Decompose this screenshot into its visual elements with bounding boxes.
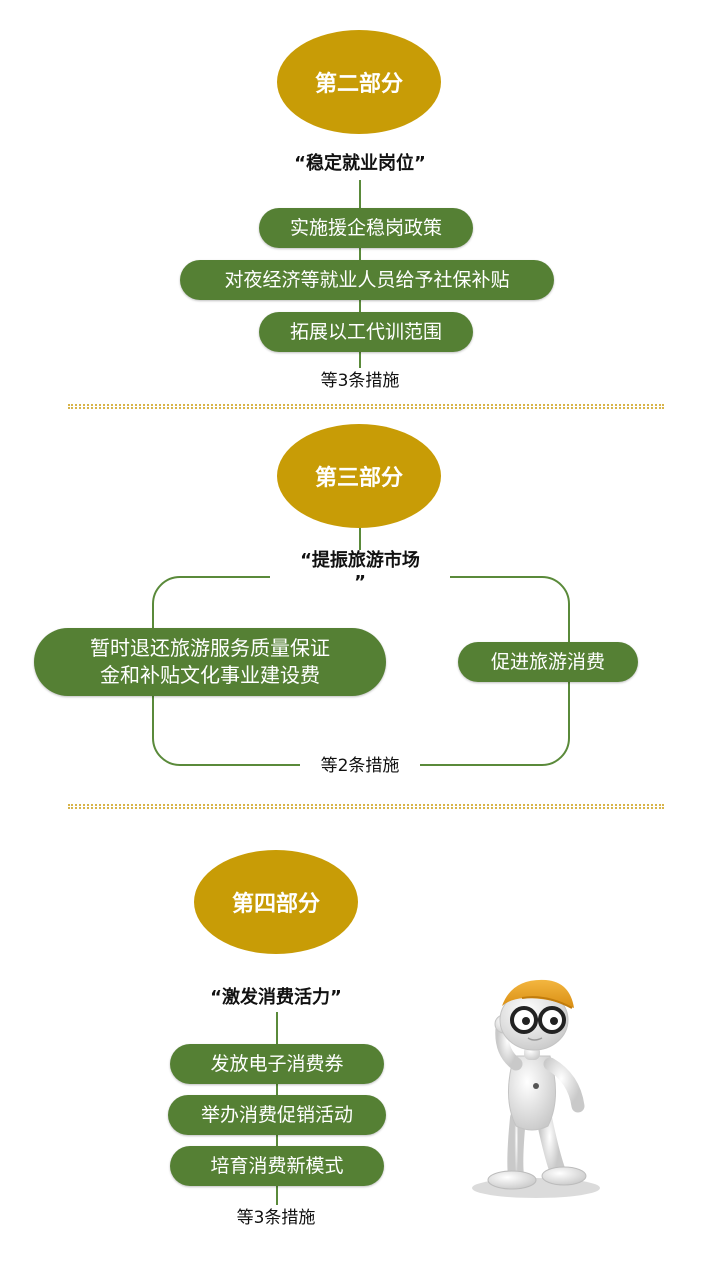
section4-title: 第四部分	[231, 892, 320, 917]
section2-quote: “稳定就业岗位”	[270, 150, 450, 178]
section3-left-item: 暂时退还旅游服务质量保证 金和补贴文化事业建设费	[34, 628, 386, 696]
section2-item-1: 实施援企稳岗政策	[259, 208, 473, 248]
section4-item-1: 发放电子消费券	[170, 1044, 384, 1084]
section4-item-3: 培育消费新模式	[170, 1146, 384, 1186]
section4-item-2: 举办消费促销活动	[168, 1095, 386, 1135]
section3-title-oval: 第三部分	[277, 424, 441, 528]
divider-1	[68, 404, 664, 409]
section4-note: 等3条措施	[216, 1205, 336, 1231]
mascot-illustration	[472, 979, 600, 1198]
section3-title: 第三部分	[314, 466, 403, 491]
section2-note: 等3条措施	[300, 368, 420, 394]
section3-quote: “提振旅游市场 ”	[270, 550, 450, 594]
section2-item-2: 对夜经济等就业人员给予社保补贴	[180, 260, 554, 300]
divider-2	[68, 804, 664, 809]
section4-quote: “激发消费活力”	[186, 984, 366, 1012]
section2-title: 第二部分	[314, 72, 403, 97]
section2-item-3: 拓展以工代训范围	[259, 312, 473, 352]
section3-right-item: 促进旅游消费	[458, 642, 638, 682]
section4-title-oval: 第四部分	[194, 850, 358, 954]
section2-title-oval: 第二部分	[277, 30, 441, 134]
connector-line-section3	[359, 520, 361, 570]
section3-note: 等2条措施	[300, 753, 420, 779]
